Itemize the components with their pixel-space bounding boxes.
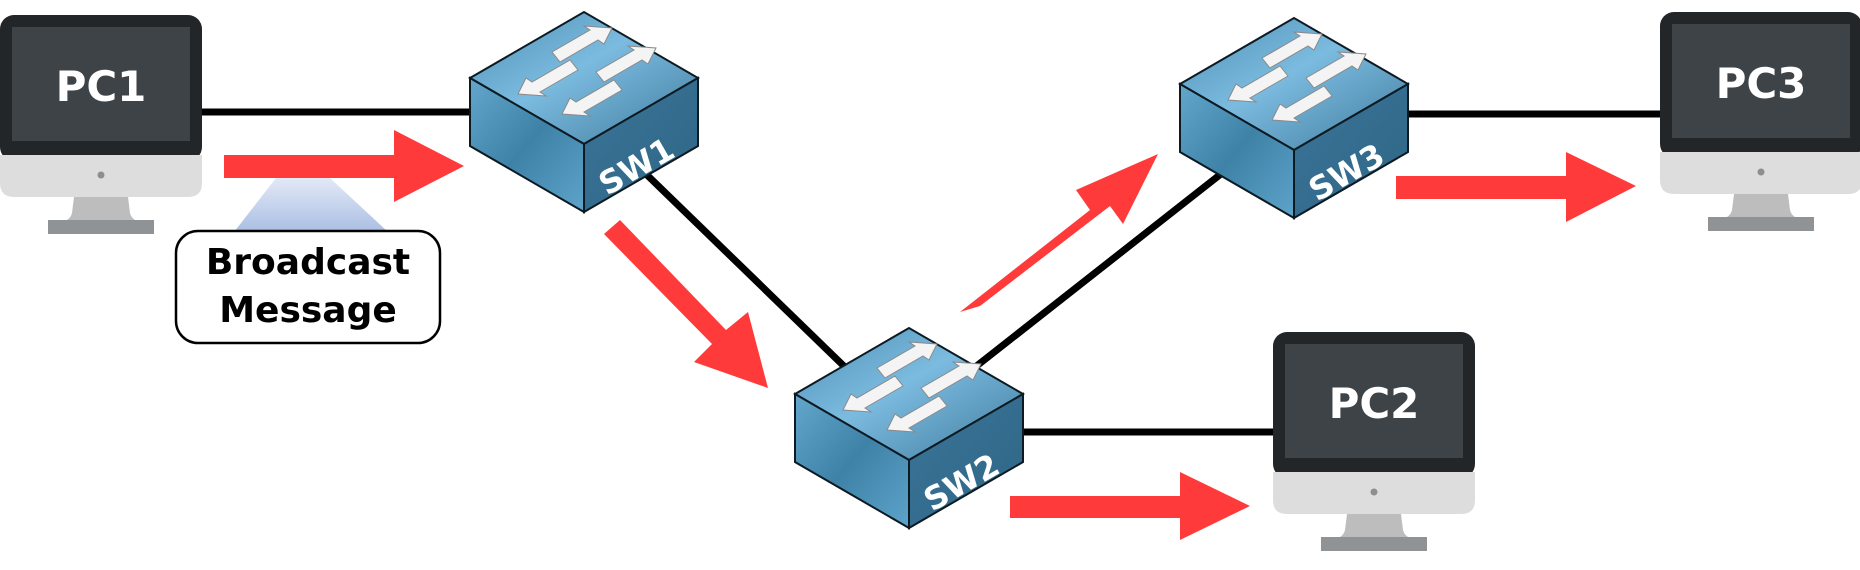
callout-beam: [234, 178, 388, 232]
switch-icon: [469, 11, 699, 213]
arrow-pc1-to-sw1: [224, 130, 464, 202]
arrow-sw3-to-pc3: [1396, 152, 1636, 222]
arrow-sw2-to-pc2: [1010, 472, 1250, 540]
broadcast-arrows: [224, 130, 1636, 540]
pc-monitor-icon: [0, 15, 202, 234]
cable-sw1-sw2: [643, 171, 853, 375]
pc1[interactable]: PC1: [0, 15, 202, 234]
pc2-label: PC2: [1329, 379, 1420, 428]
switch-icon: [1179, 17, 1409, 219]
sw1[interactable]: SW1: [469, 11, 699, 213]
arrow-sw1-to-sw2: [604, 220, 768, 388]
arrow-sw2-to-sw3: [960, 154, 1158, 312]
cable-sw2-sw3: [971, 167, 1229, 371]
pc3[interactable]: PC3: [1660, 12, 1860, 231]
pc3-label: PC3: [1716, 59, 1807, 108]
pc-monitor-icon: [1273, 332, 1475, 551]
callout-line-1: Broadcast: [206, 242, 410, 283]
callout-line-2: Message: [219, 290, 397, 331]
pc2[interactable]: PC2: [1273, 332, 1475, 551]
broadcast-callout: Broadcast Message: [174, 229, 442, 345]
sw3[interactable]: SW3: [1179, 17, 1409, 219]
pc1-label: PC1: [56, 62, 147, 111]
callout-box: [174, 229, 442, 345]
pc-monitor-icon: [1660, 12, 1860, 231]
cables: [200, 108, 1662, 436]
